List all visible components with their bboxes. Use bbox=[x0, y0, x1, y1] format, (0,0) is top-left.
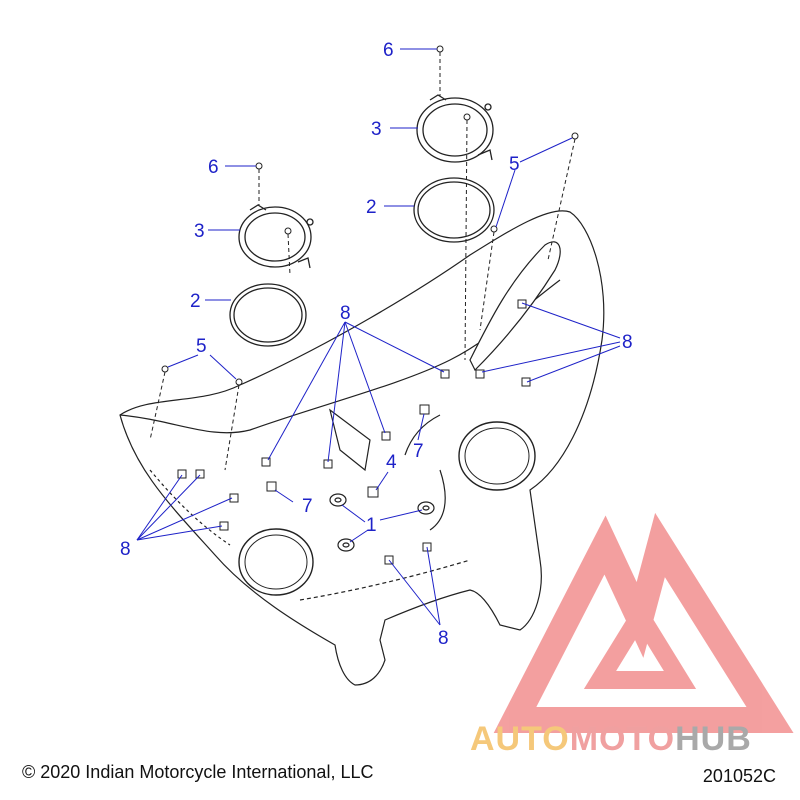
speaker-opening-right bbox=[458, 421, 536, 491]
callout-8-right: 8 bbox=[622, 332, 633, 353]
nut-clip-group bbox=[177, 299, 531, 565]
screw-icon bbox=[235, 378, 243, 386]
callout-3-upper: 3 bbox=[371, 119, 382, 140]
screw-icon bbox=[161, 365, 169, 373]
speaker-bracket-upper bbox=[416, 94, 494, 163]
assembly-lines bbox=[149, 52, 576, 471]
callout-6-lower: 6 bbox=[208, 157, 219, 178]
callout-8-top: 8 bbox=[340, 303, 351, 324]
callout-2-lower: 2 bbox=[190, 291, 201, 312]
callout-7-left: 7 bbox=[302, 496, 313, 517]
speaker-opening-left bbox=[238, 528, 314, 596]
grommet-group bbox=[329, 493, 435, 552]
screw-group bbox=[161, 45, 579, 386]
callout-6-upper: 6 bbox=[383, 40, 394, 61]
screw-icon bbox=[436, 45, 444, 53]
speaker-ring-lower bbox=[229, 283, 307, 347]
leader-lines bbox=[136, 48, 621, 626]
screw-icon bbox=[571, 132, 579, 140]
svg-text:AUTOMOTOHUB: AUTOMOTOHUB bbox=[470, 720, 752, 758]
callout-labels: 6 6 3 3 2 2 5 5 8 8 8 8 4 7 7 1 bbox=[120, 40, 633, 649]
copyright-text: © 2020 Indian Motorcycle International, … bbox=[22, 762, 374, 782]
callout-1: 1 bbox=[366, 515, 377, 536]
speaker-bracket-lower bbox=[238, 204, 314, 269]
callout-8-bottom: 8 bbox=[438, 628, 449, 649]
screw-icon bbox=[463, 113, 471, 121]
watermark-moto: MOTO bbox=[570, 720, 675, 758]
callout-2-upper: 2 bbox=[366, 197, 377, 218]
watermark-auto: AUTO bbox=[470, 720, 570, 758]
callout-5-right: 5 bbox=[509, 154, 520, 175]
screw-icon bbox=[284, 227, 292, 235]
diagram-code: 201052C bbox=[702, 766, 776, 786]
callout-5-left: 5 bbox=[196, 336, 207, 357]
screw-icon bbox=[255, 162, 263, 170]
speaker-ring-upper bbox=[413, 177, 495, 243]
watermark-hub: HUB bbox=[675, 720, 752, 758]
callout-3-lower: 3 bbox=[194, 221, 205, 242]
watermark-text: AUTOMOTOHUB bbox=[470, 720, 752, 758]
callout-4: 4 bbox=[386, 452, 397, 473]
watermark-logo bbox=[493, 512, 794, 733]
callout-8-left: 8 bbox=[120, 539, 131, 560]
callout-7-right: 7 bbox=[413, 441, 424, 462]
